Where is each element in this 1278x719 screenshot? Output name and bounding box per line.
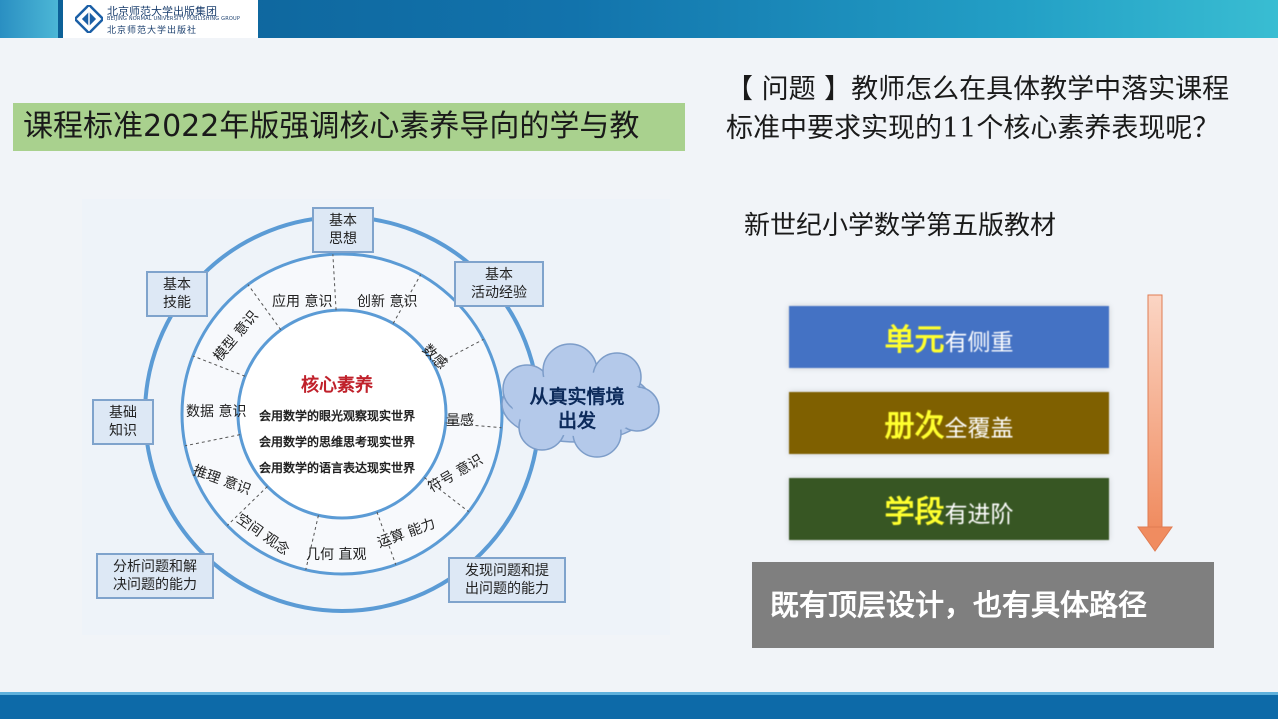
question-body: 教师怎么在具体教学中落实课程标准中要求实现的11个核心素养表现呢？ bbox=[726, 74, 1230, 144]
box-basic-skills-label: 基本 技能 bbox=[163, 277, 191, 311]
ring-item-geometry: 几何 直观 bbox=[306, 547, 367, 563]
core-literacy-diagram: 基本 思想 基本 活动经验 基本 技能 基础 知识 分析问题和解 决问题的能力 … bbox=[82, 199, 670, 635]
box-basic-activity: 基本 活动经验 bbox=[454, 261, 544, 307]
box-basic-thought-label: 基本 思想 bbox=[329, 213, 357, 247]
center-title: 核心素养 bbox=[301, 375, 373, 396]
ring-item-data: 数据 意识 bbox=[186, 404, 247, 420]
bar-unit-rest: 有侧重 bbox=[944, 330, 1014, 356]
bar-volume-strong: 册次 bbox=[884, 409, 945, 444]
cloud-shape bbox=[501, 343, 660, 458]
cloud-text: 从真实情境 出发 bbox=[529, 386, 625, 432]
top-banner-left-accent bbox=[0, 0, 58, 38]
question-label: 【 问题 】 bbox=[726, 74, 852, 105]
box-find-raise: 发现问题和提 出问题的能力 bbox=[448, 557, 566, 603]
bar-stage-strong: 学段 bbox=[884, 495, 945, 530]
center-line-think: 会用数学的思维思考现实世界 bbox=[258, 435, 415, 449]
question-text: 【 问题 】教师怎么在具体教学中落实课程标准中要求实现的11个核心素养表现呢？ bbox=[726, 70, 1246, 148]
summary-box: 既有顶层设计，也有具体路径 bbox=[752, 562, 1214, 648]
publisher-logo: 北京师范大学出版集团 BEIJING NORMAL UNIVERSITY PUB… bbox=[63, 0, 258, 38]
box-analyze-solve-label: 分析问题和解 决问题的能力 bbox=[113, 559, 197, 593]
box-basic-thought: 基本 思想 bbox=[312, 207, 374, 253]
publisher-emblem-icon bbox=[75, 5, 103, 33]
bottom-banner-stripe bbox=[0, 692, 1278, 695]
center-line-express: 会用数学的语言表达现实世界 bbox=[258, 461, 415, 475]
box-find-raise-label: 发现问题和提 出问题的能力 bbox=[465, 563, 549, 597]
diagram-rings bbox=[143, 215, 660, 613]
publisher-name-cn: 北京师范大学出版集团 bbox=[107, 5, 217, 18]
bar-stage-rest: 有进阶 bbox=[944, 502, 1014, 528]
slide-title: 课程标准2022年版强调核心素养导向的学与教 bbox=[13, 103, 685, 151]
bar-stage: 学段有进阶 bbox=[789, 478, 1109, 540]
textbook-label: 新世纪小学数学第五版教材 bbox=[744, 211, 1057, 241]
box-basic-activity-label: 基本 活动经验 bbox=[471, 267, 527, 301]
bottom-banner bbox=[0, 692, 1278, 719]
progression-arrow-icon bbox=[1137, 294, 1173, 552]
publisher-name-en: BEIJING NORMAL UNIVERSITY PUBLISHING GRO… bbox=[107, 16, 241, 22]
bar-unit-strong: 单元 bbox=[884, 323, 945, 358]
ring-item-quantity-sense: 量感 bbox=[446, 413, 474, 429]
bar-volume-rest: 全覆盖 bbox=[944, 416, 1014, 442]
box-basic-knowledge: 基础 知识 bbox=[92, 399, 154, 445]
box-basic-knowledge-label: 基础 知识 bbox=[109, 405, 137, 439]
center-line-observe: 会用数学的眼光观察现实世界 bbox=[258, 409, 415, 423]
box-analyze-solve: 分析问题和解 决问题的能力 bbox=[96, 553, 214, 599]
box-basic-skills: 基本 技能 bbox=[146, 271, 208, 317]
ring-item-innovation: 创新 意识 bbox=[357, 294, 418, 310]
inner-ring bbox=[236, 308, 448, 520]
bar-volume: 册次全覆盖 bbox=[789, 392, 1109, 454]
ring-item-application: 应用 意识 bbox=[272, 294, 333, 310]
bar-unit: 单元有侧重 bbox=[789, 306, 1109, 368]
publisher-name-cn-secondary: 北京师范大学出版社 bbox=[107, 26, 198, 36]
